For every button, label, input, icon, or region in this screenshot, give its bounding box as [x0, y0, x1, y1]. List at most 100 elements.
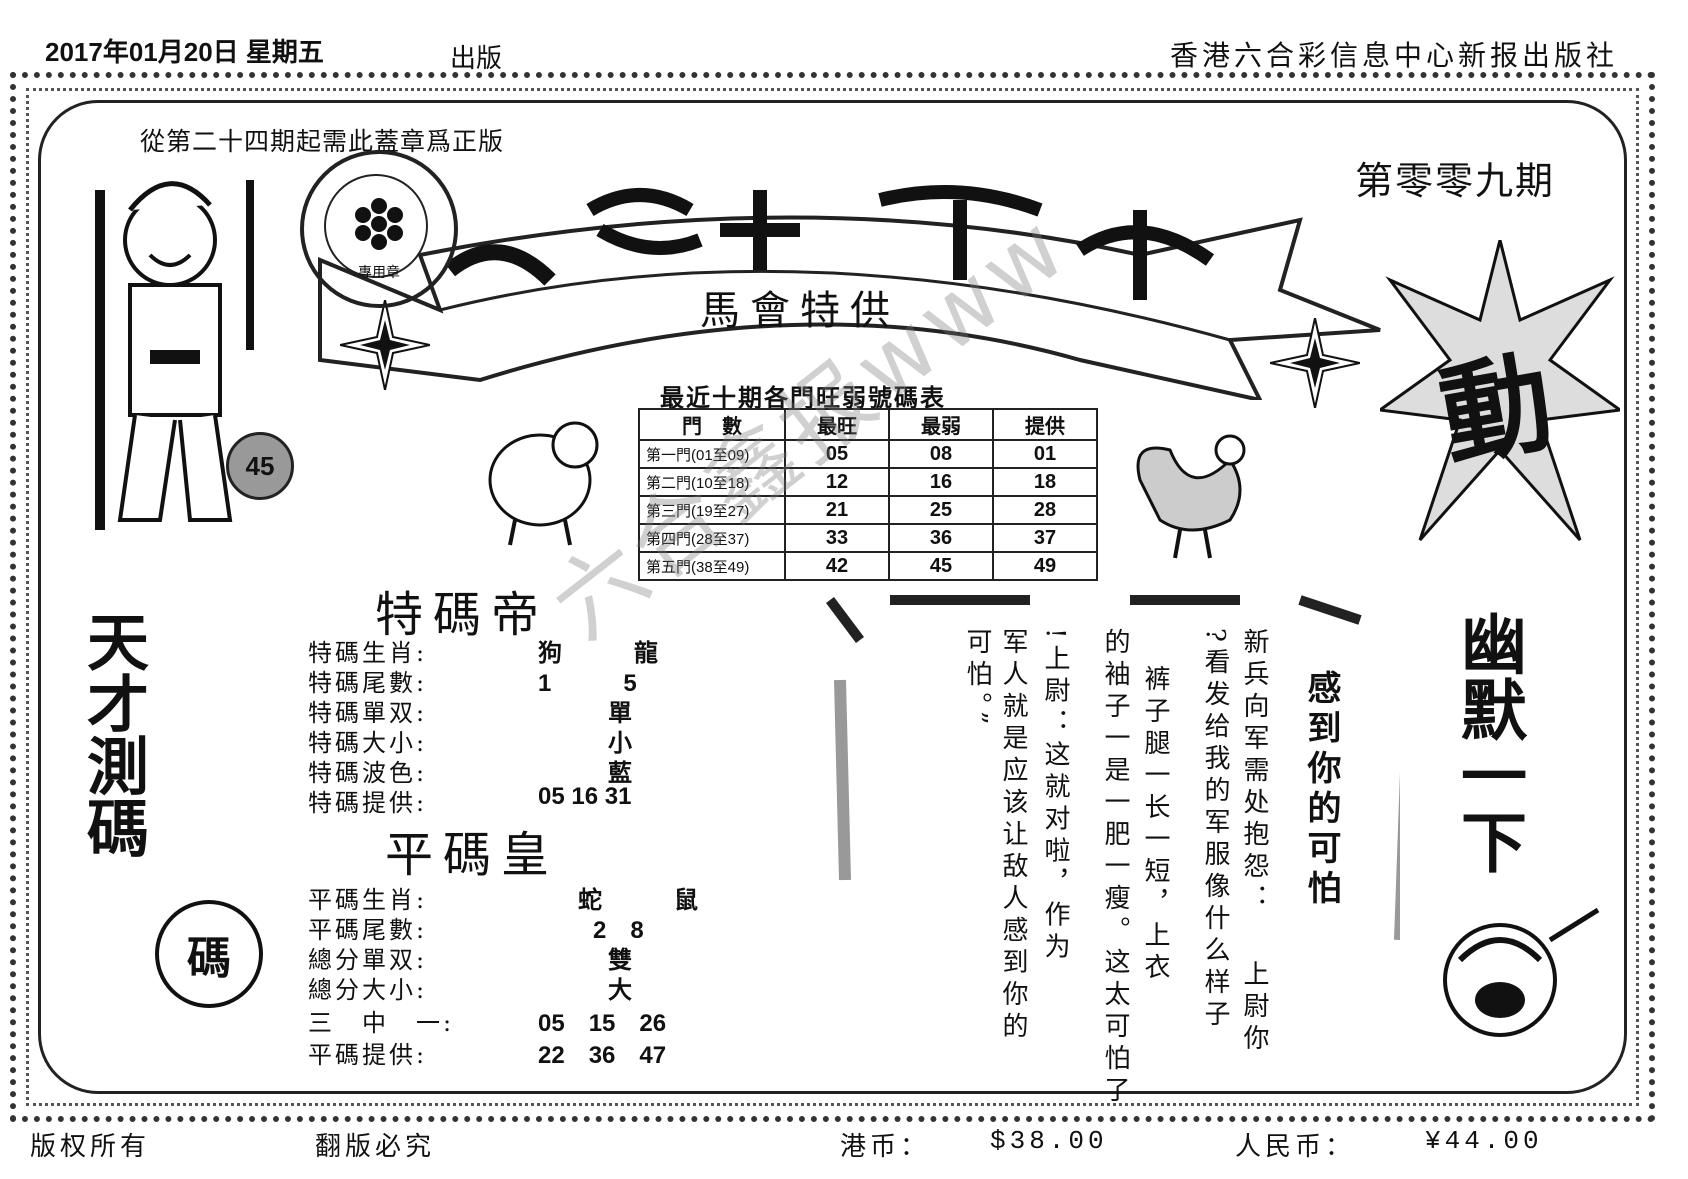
left-side-title: 天才測碼	[76, 610, 149, 858]
max-cell: 33	[784, 523, 890, 553]
hkd-price-label: 港币：	[840, 1132, 931, 1162]
table-row: 第五門(38至49) 42 45 49	[638, 551, 1098, 581]
special-row: 特碼尾數: 1 5	[308, 663, 637, 698]
seal-inner-ring	[324, 174, 428, 278]
row-value: 小	[608, 730, 632, 757]
story-column: 裤子腿一长一短，上衣	[1140, 665, 1170, 985]
offer-cell: 28	[992, 495, 1098, 525]
row-label: 平碼生肖:	[308, 886, 428, 914]
seal-text: 專用章	[358, 265, 400, 281]
special-row: 特碼波色:藍	[308, 753, 632, 788]
table-row: 第四門(28至37) 33 36 37	[638, 523, 1098, 553]
row-label: 特碼單双:	[308, 699, 428, 727]
row-label: 特碼波色:	[308, 759, 428, 787]
row-label: 特碼尾數:	[308, 669, 428, 697]
rmb-price-value: ¥44.00	[1425, 1126, 1543, 1156]
hkd-price-value: $38.00	[990, 1126, 1108, 1156]
story-column: 新兵向军需处抱怨：	[1239, 628, 1269, 916]
row-label: 總分大小:	[308, 976, 428, 1004]
offer-cell: 01	[992, 439, 1098, 469]
banner-title-art	[445, 185, 1215, 300]
max-cell: 21	[784, 495, 890, 525]
publish-date: 2017年01月20日 星期五	[45, 37, 324, 67]
gate-cell: 第二門(10至18)	[638, 467, 786, 497]
rank-table-title: 最近十期各門旺弱號碼表	[660, 384, 946, 412]
special-row: 特碼生肖: 狗 龍	[308, 633, 658, 668]
gate-cell: 第三門(19至27)	[638, 495, 786, 525]
regular-row: 總分單双:雙	[308, 940, 632, 975]
brush-stroke-decoration	[826, 595, 1400, 940]
max-cell: 42	[784, 551, 890, 581]
regular-row: 平碼生肖: 蛇 鼠	[308, 880, 698, 915]
rooster-icon	[1136, 434, 1246, 559]
max-cell: 12	[784, 467, 890, 497]
max-cell: 05	[784, 439, 890, 469]
min-cell: 16	[888, 467, 994, 497]
row-label: 特碼生肖:	[308, 639, 428, 667]
number-ball: 45	[226, 432, 294, 500]
row-label: 總分單双:	[308, 946, 428, 974]
flower-emblem-icon	[355, 198, 403, 250]
official-seal: 專用章	[300, 150, 458, 308]
row-value: 狗 龍	[538, 640, 658, 667]
col-min: 最弱	[888, 408, 994, 441]
banner-ribbon	[318, 215, 1381, 400]
outer-dotted-frame	[10, 72, 1655, 1122]
special-row: 特碼大小: 小	[308, 723, 632, 758]
story-highlight: 感到你的可怕	[1301, 670, 1341, 910]
rmb-price-label: 人民币：	[1235, 1132, 1356, 1162]
row-label: 特碼大小:	[308, 729, 428, 757]
copyright-text: 版权所有	[30, 1132, 151, 1162]
regular-row: 三 中 一:05 15 26	[308, 1003, 666, 1038]
regular-row: 總分大小: 大	[308, 970, 632, 1005]
row-value: 蛇 鼠	[578, 887, 698, 914]
regular-row: 平碼提供: 22 36 47	[308, 1035, 666, 1070]
authenticity-notice: 從第二十四期起需此蓋章爲正版	[140, 127, 505, 156]
regular-section-title: 平碼皇	[385, 827, 560, 883]
row-value: 1 5	[538, 670, 637, 697]
offer-cell: 18	[992, 467, 1098, 497]
warrior-face-illustration	[1443, 907, 1600, 1037]
story-column: ?看发给我的军服像什么样子	[1200, 628, 1230, 1032]
right-side-title: 幽默一下	[1450, 610, 1528, 874]
rank-table: 門 數 最旺 最弱 提供 第一門(01至09) 05 08 01 第二門(10至…	[638, 408, 1098, 581]
banner-subtitle: 馬會特供	[700, 288, 900, 334]
row-value: 05 16 31	[538, 783, 632, 810]
special-row: 特碼單双:單	[308, 693, 632, 728]
published-label: 出版	[450, 44, 503, 74]
story-column: 军人就是应该让敌人感到你的	[998, 628, 1028, 1044]
row-value: 大	[608, 977, 632, 1004]
min-cell: 08	[888, 439, 994, 469]
gate-cell: 第四門(28至37)	[638, 523, 786, 553]
gate-cell: 第一門(01至09)	[638, 439, 786, 469]
row-label: 特碼提供:	[308, 789, 428, 817]
anti-piracy-text: 翻版必究	[315, 1132, 436, 1162]
row-label: 平碼提供:	[308, 1041, 428, 1069]
min-cell: 45	[888, 551, 994, 581]
table-row: 第三門(19至27) 21 25 28	[638, 495, 1098, 525]
row-value: 22 36 47	[538, 1042, 667, 1069]
row-value: 05 15 26	[538, 1010, 667, 1037]
min-cell: 36	[888, 523, 994, 553]
col-max: 最旺	[784, 408, 890, 441]
offer-cell: 37	[992, 523, 1098, 553]
compass-star-icon	[340, 300, 430, 390]
gate-cell: 第五門(38至49)	[638, 551, 786, 581]
compass-star-icon	[1270, 318, 1360, 408]
publisher-name: 香港六合彩信息中心新报出版社	[1169, 39, 1618, 72]
table-row: 第一門(01至09) 05 08 01	[638, 439, 1098, 469]
special-row: 特碼提供: 05 16 31	[308, 783, 631, 818]
regular-row: 平碼尾數:2 8	[308, 910, 644, 945]
rank-table-header: 門 數 最旺 最弱 提供	[638, 408, 1098, 441]
hunter-boy-illustration	[95, 180, 254, 530]
col-offer: 提供	[992, 408, 1098, 441]
rounded-content-border	[38, 100, 1627, 1094]
special-section-title: 特碼帝	[375, 587, 550, 643]
starburst-icon	[1380, 240, 1620, 541]
row-label: 平碼尾數:	[308, 916, 428, 944]
story-column: 的袖子一是一肥一瘦。这太可怕了	[1100, 628, 1130, 1108]
story-column: 可怕。”	[962, 628, 992, 731]
code-badge: 碼	[155, 900, 263, 1008]
pig-icon	[488, 421, 599, 546]
story-column: !上尉：这就对啦，作为	[1040, 628, 1070, 965]
